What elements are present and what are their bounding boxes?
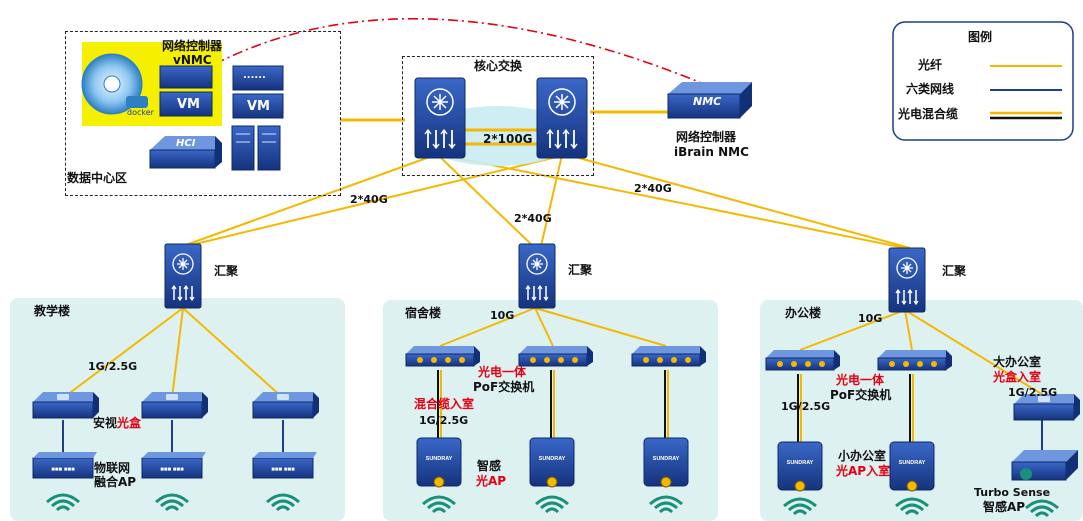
core-switch-right-icon	[536, 77, 588, 159]
agg-switch-office-icon	[888, 247, 926, 313]
turbo-sense-ap-icon	[1011, 450, 1078, 481]
dorm-pof-red: 光电一体	[478, 365, 527, 379]
vm-label: VM	[247, 99, 270, 114]
dorm-cable-note: 混合缆入室	[414, 397, 475, 411]
opt-box-icon	[32, 391, 100, 419]
legend-box	[892, 21, 1074, 141]
vnmc-sub: vNMC	[173, 53, 212, 67]
agg-label-office: 汇聚	[942, 264, 967, 278]
agg-label-dorm: 汇聚	[568, 263, 593, 277]
vm-icon-vnmc	[159, 65, 213, 117]
office-10g-label: 10G	[858, 312, 883, 325]
ibrain-sub: iBrain NMC	[674, 145, 749, 159]
office-link-left: 1G/2.5G	[781, 400, 831, 413]
pof-switch-icon	[518, 345, 594, 367]
wifi-icon	[782, 497, 818, 516]
opt-box-label-a: 安视	[93, 416, 118, 430]
office-pof-black: PoF交换机	[830, 388, 892, 402]
big-office-label-2: 光盒入室	[993, 370, 1042, 384]
nmc-device-label: NMC	[693, 95, 722, 108]
dorm-10g-label: 10G	[490, 309, 515, 322]
ibrain-title: 网络控制器	[676, 130, 737, 144]
turbo-label-1: Turbo Sense	[974, 486, 1051, 499]
agg-switch-dorm-icon	[518, 243, 556, 309]
wifi-icon	[154, 493, 190, 512]
small-office-label-2: 光AP入室	[836, 464, 891, 478]
control-link	[214, 18, 731, 96]
ibrain-nmc-device-icon	[667, 82, 752, 119]
core-switch-left-icon	[414, 77, 466, 159]
docker-cd-icon	[81, 53, 148, 115]
wifi-icon	[45, 493, 81, 512]
datacenter-label: 数据中心区	[67, 171, 128, 185]
agg-switch-teaching-icon	[164, 243, 202, 309]
wifi-icon	[1024, 499, 1060, 518]
dorm-ap-label-1: 智感	[477, 459, 502, 473]
wifi-icon	[894, 497, 930, 516]
sundray-ap-icon	[416, 437, 462, 488]
wifi-icon	[421, 495, 457, 514]
opt-box-icon	[141, 391, 209, 419]
zone-title-teaching: 教学楼	[34, 304, 71, 318]
iot-ap-icon	[141, 451, 207, 479]
uplink-left-label: 2*40G	[350, 193, 388, 206]
teaching-link-label: 1G/2.5G	[88, 360, 138, 373]
docker-label: docker	[127, 108, 154, 117]
uplink-right-label: 2*40G	[634, 182, 672, 195]
turbo-label-2: 智感AP	[983, 500, 1026, 514]
office-pof-red: 光电一体	[836, 373, 885, 387]
vm-label: VM	[177, 97, 200, 112]
zone-title-dorm: 宿舍楼	[405, 306, 442, 320]
sundray-ap-icon	[643, 437, 689, 488]
sundray-ap-icon	[777, 441, 823, 492]
wifi-icon	[534, 495, 570, 514]
hci-label: HCI	[176, 138, 196, 149]
agg-label-teaching: 汇聚	[214, 264, 239, 278]
dorm-pof-black: PoF交换机	[473, 380, 535, 394]
iot-ap-icon	[32, 451, 98, 479]
uplink-middle-label: 2*40G	[514, 212, 552, 225]
dorm-ap-label-2: 光AP	[476, 474, 507, 488]
sundray-ap-icon	[889, 441, 935, 492]
pof-switch-icon	[631, 345, 707, 367]
pof-switch-icon	[877, 349, 953, 371]
hci-icon	[149, 136, 222, 169]
opt-box-icon	[252, 391, 320, 419]
legend-item-fiber: 光纤	[918, 58, 943, 72]
office-link-right: 1G/2.5G	[1008, 386, 1058, 399]
core-box	[402, 56, 594, 176]
iot-ap-icon	[252, 451, 318, 479]
wifi-icon	[265, 493, 301, 512]
legend-item-hybrid: 光电混合缆	[898, 107, 959, 121]
vm-dots: ......	[243, 70, 266, 81]
opt-box-label-b: 光盒	[117, 416, 142, 430]
legend-title: 图例	[968, 30, 993, 44]
core-link-label: 2*100G	[483, 132, 533, 146]
vnmc-title: 网络控制器	[162, 39, 223, 53]
core-title: 核心交换	[474, 59, 523, 73]
vm-icon	[232, 65, 284, 119]
wifi-icon	[648, 495, 684, 514]
zone-title-office: 办公楼	[785, 306, 822, 320]
opt-box-label: 安视光盒	[93, 416, 142, 431]
big-office-label-1: 大办公室	[993, 355, 1042, 369]
datacenter-box	[65, 31, 341, 196]
pof-switch-icon	[765, 349, 841, 371]
sundray-ap-icon	[529, 437, 575, 488]
pof-switch-icon	[405, 345, 481, 367]
server-rack-icon	[231, 125, 281, 171]
small-office-label-1: 小办公室	[838, 449, 887, 463]
iot-ap-label-1: 物联网	[94, 461, 131, 475]
dorm-link-label: 1G/2.5G	[419, 414, 469, 427]
iot-ap-label-2: 融合AP	[94, 475, 137, 489]
legend-item-cat6: 六类网线	[906, 82, 955, 96]
